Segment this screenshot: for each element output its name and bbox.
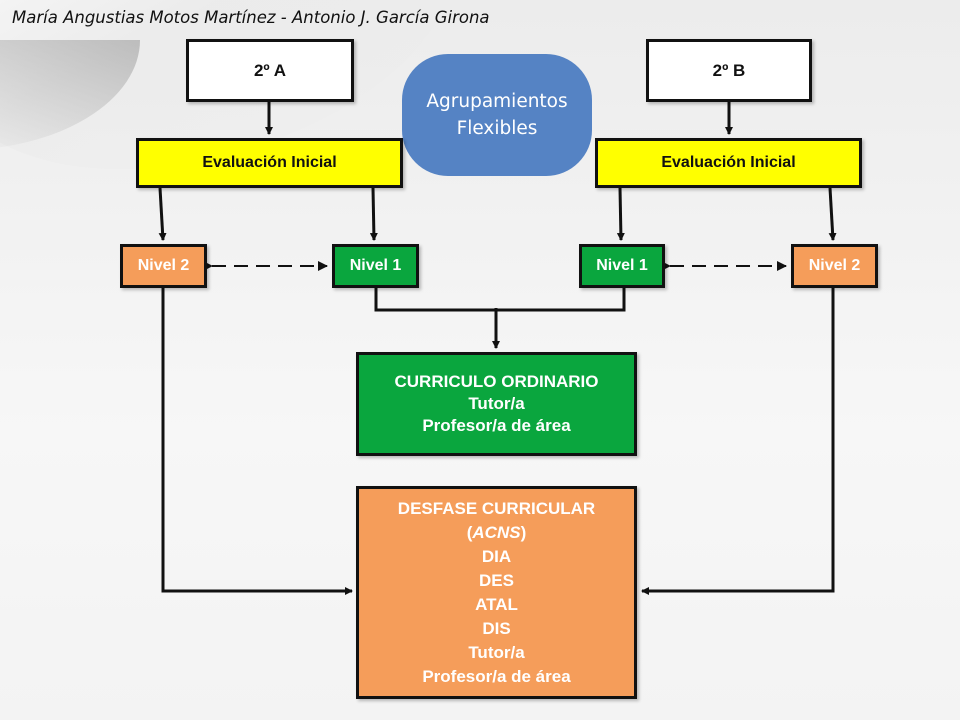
evaluation-left-label: Evaluación Inicial (202, 154, 337, 171)
arrow-eval-right-to-level1 (616, 187, 625, 241)
gap-line2: Profesor/a de área (422, 666, 571, 686)
level2-left-box: Nivel 2 (120, 244, 207, 288)
level2-right-box: Nivel 2 (791, 244, 878, 288)
level2-right-label: Nivel 2 (808, 257, 861, 274)
arrow-eval-left-to-level2 (158, 187, 167, 241)
gap-acns: ACNS (472, 522, 521, 542)
level1-left-box: Nivel 1 (332, 244, 419, 288)
gap-acns-line: (ACNS) (466, 522, 527, 542)
group-2a-box: 2º A (186, 39, 354, 102)
curricular-gap-box: DESFASE CURRICULAR (ACNS) DIA DES ATAL D… (356, 486, 637, 699)
evaluation-right-label: Evaluación Inicial (661, 154, 796, 171)
ordinary-line2: Profesor/a de área (422, 416, 571, 435)
gap-item: DES (479, 570, 514, 590)
flexible-grouping-oval: Agrupamientos Flexibles (402, 54, 592, 176)
level1-left-label: Nivel 1 (349, 257, 402, 274)
arrow-eval-right-to-level2 (828, 187, 837, 241)
gap-item: ATAL (475, 594, 518, 614)
line-level1-right-to-ordinary (496, 288, 626, 312)
arrow-level2-right-to-gap (641, 288, 835, 595)
gap-line1: Tutor/a (468, 642, 525, 662)
ordinary-title: CURRICULO ORDINARIO (394, 372, 599, 391)
level1-right-label: Nivel 1 (596, 257, 648, 274)
line-level1-left-to-ordinary (374, 288, 496, 312)
group-2b-box: 2º B (646, 39, 812, 102)
level1-right-box: Nivel 1 (579, 244, 665, 288)
oval-line2: Flexibles (456, 118, 538, 139)
gap-title: DESFASE CURRICULAR (397, 498, 596, 518)
arrow-level2-left-to-gap (161, 288, 353, 595)
ordinary-curriculum-box: CURRICULO ORDINARIO Tutor/a Profesor/a d… (356, 352, 637, 456)
evaluation-right-box: Evaluación Inicial (595, 138, 862, 188)
level2-left-label: Nivel 2 (137, 257, 190, 274)
author-credit: María Angustias Motos Martínez - Antonio… (12, 8, 490, 27)
group-2a-label: 2º A (253, 60, 287, 80)
oval-line1: Agrupamientos (426, 91, 568, 112)
group-2b-label: 2º B (712, 60, 746, 80)
ordinary-line1: Tutor/a (468, 394, 525, 413)
arrow-eval-left-to-level1 (369, 187, 378, 241)
gap-item: DIA (481, 546, 512, 566)
gap-item: DIS (482, 618, 511, 638)
evaluation-left-box: Evaluación Inicial (136, 138, 403, 188)
